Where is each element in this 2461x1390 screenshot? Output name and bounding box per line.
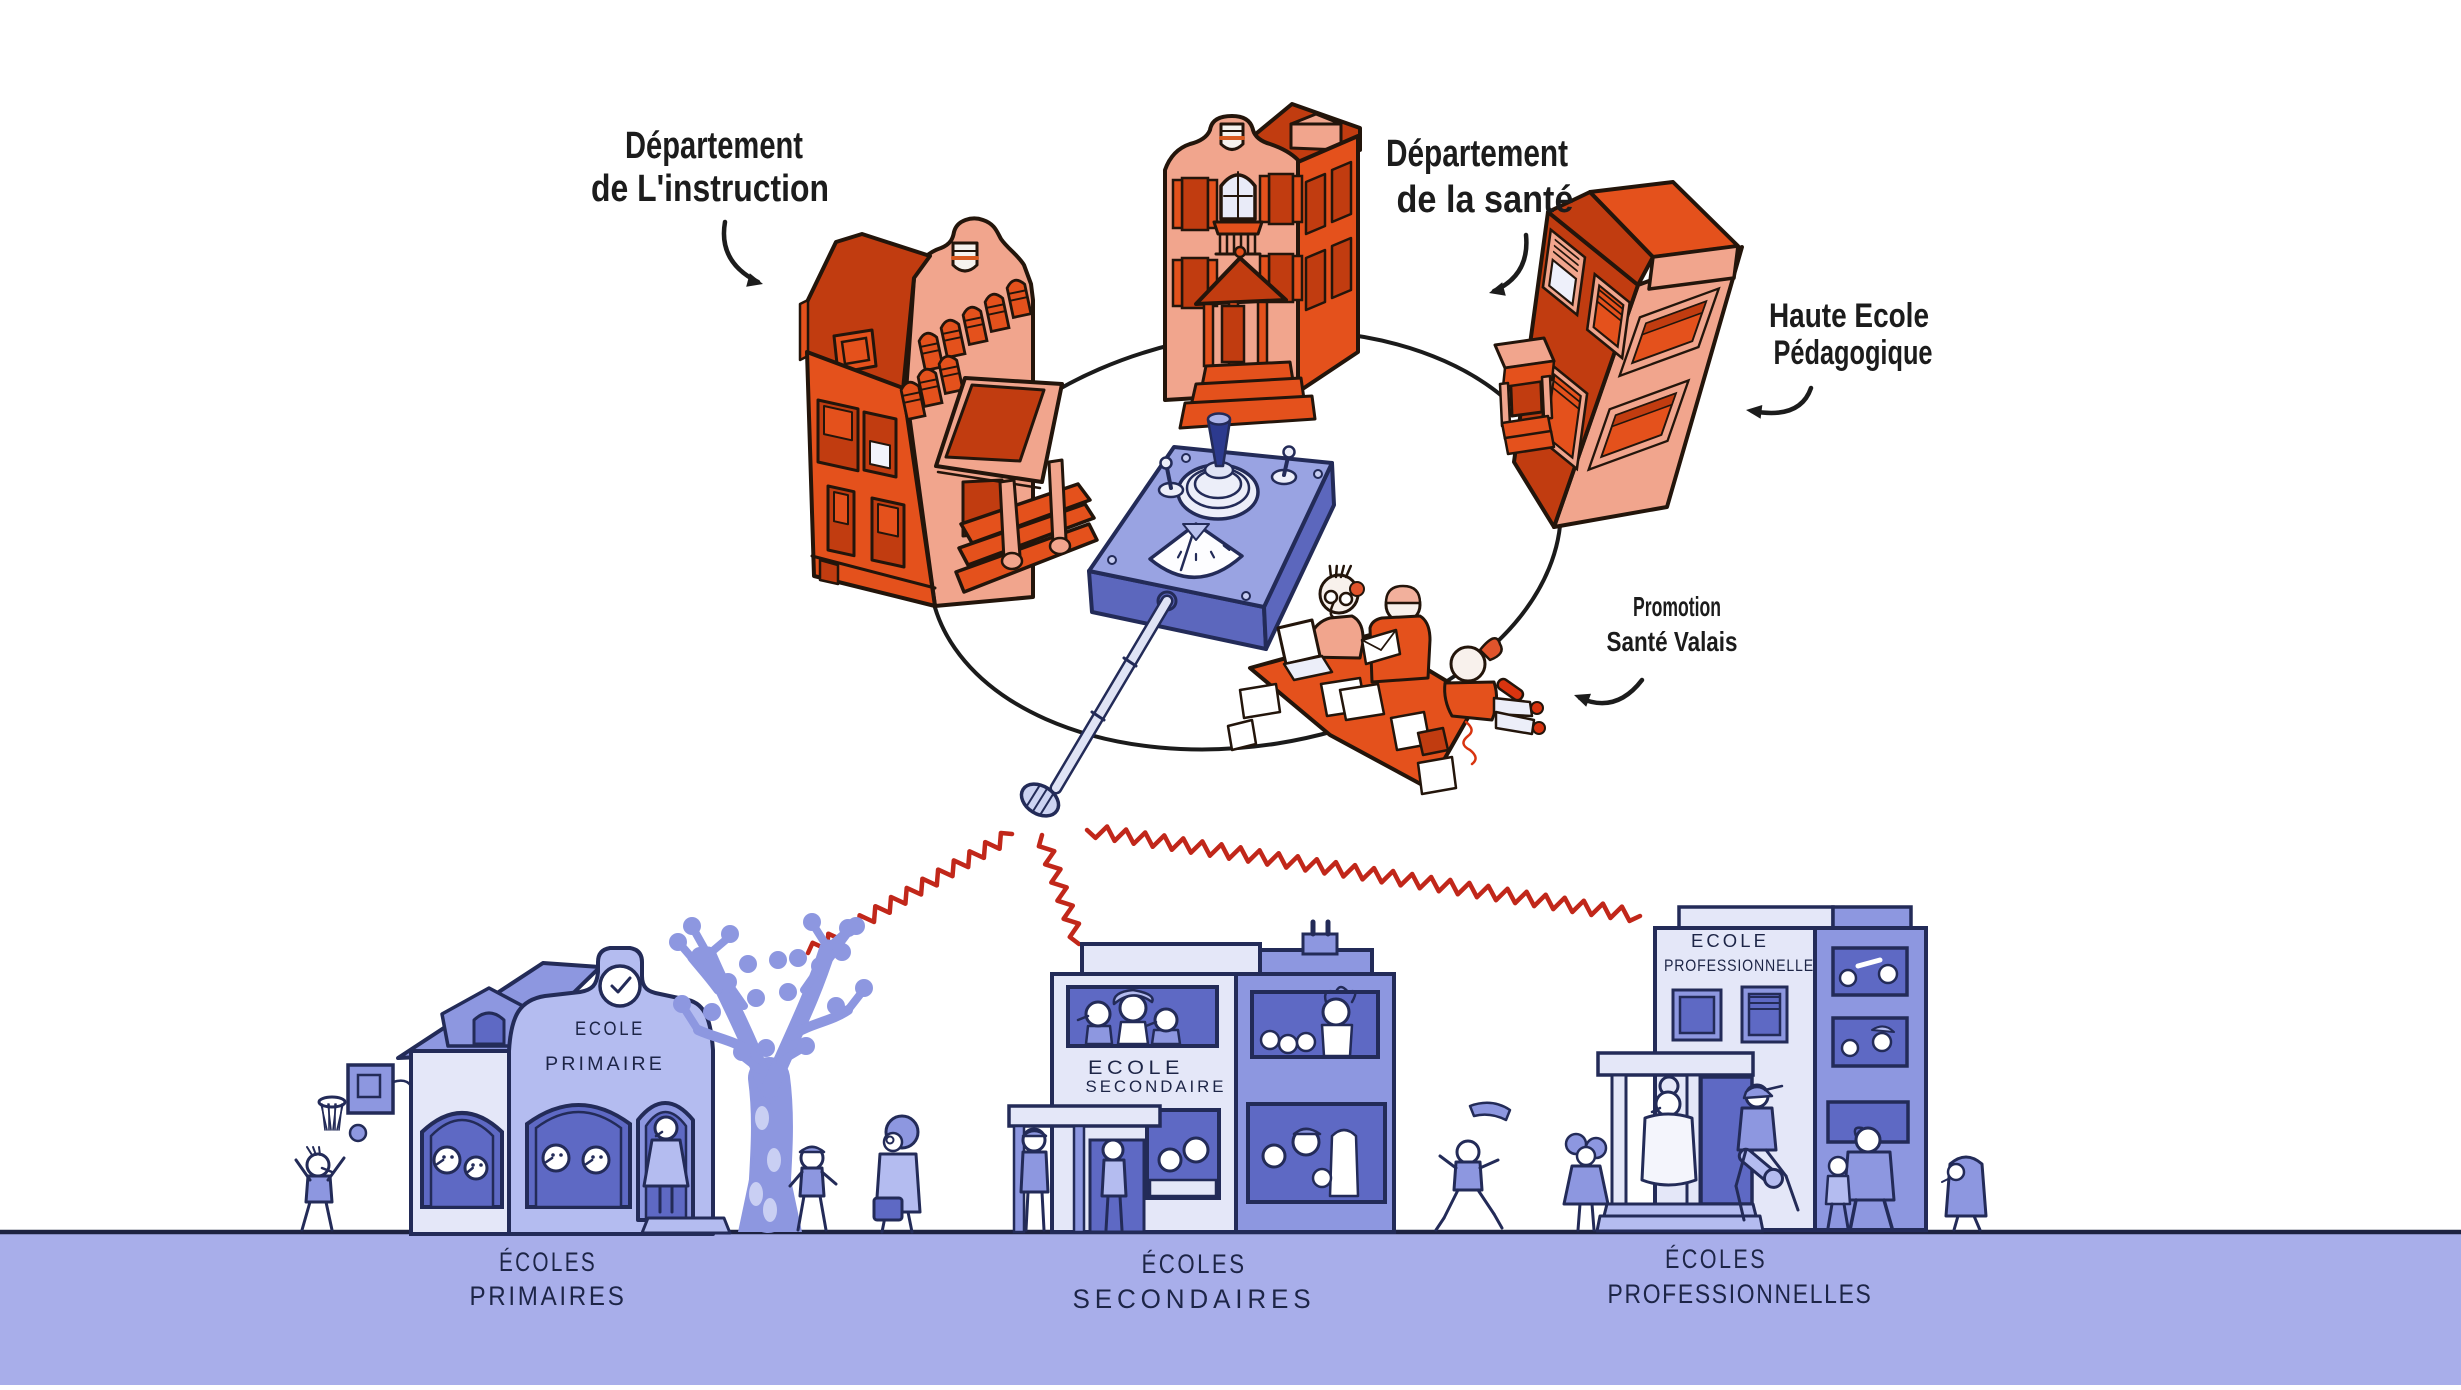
svg-text:PRIMAIRE: PRIMAIRE — [545, 1054, 665, 1075]
svg-text:PROFESSIONNELLE: PROFESSIONNELLE — [1664, 956, 1814, 975]
svg-text:Haute Ecole: Haute Ecole — [1769, 297, 1929, 335]
svg-text:Pédagogique: Pédagogique — [1774, 334, 1933, 372]
svg-text:ÉCOLES: ÉCOLES — [499, 1247, 597, 1277]
svg-text:Département: Département — [1386, 133, 1568, 175]
svg-text:de L'instruction: de L'instruction — [591, 168, 829, 210]
svg-text:Département: Département — [625, 125, 803, 167]
svg-text:ECOLE: ECOLE — [1691, 931, 1769, 951]
svg-text:PROFESSIONNELLES: PROFESSIONNELLES — [1608, 1279, 1873, 1309]
svg-text:SECONDAIRE: SECONDAIRE — [1086, 1077, 1227, 1096]
svg-text:Promotion: Promotion — [1633, 591, 1721, 622]
svg-text:SECONDAIRES: SECONDAIRES — [1073, 1284, 1316, 1314]
svg-text:PRIMAIRES: PRIMAIRES — [470, 1281, 627, 1311]
svg-text:ECOLE: ECOLE — [1088, 1058, 1184, 1079]
svg-text:de la santé: de la santé — [1397, 179, 1574, 221]
svg-text:ECOLE: ECOLE — [575, 1019, 645, 1040]
svg-text:ÉCOLES: ÉCOLES — [1142, 1249, 1247, 1279]
svg-text:Santé Valais: Santé Valais — [1607, 626, 1738, 657]
svg-text:ÉCOLES: ÉCOLES — [1665, 1244, 1767, 1274]
